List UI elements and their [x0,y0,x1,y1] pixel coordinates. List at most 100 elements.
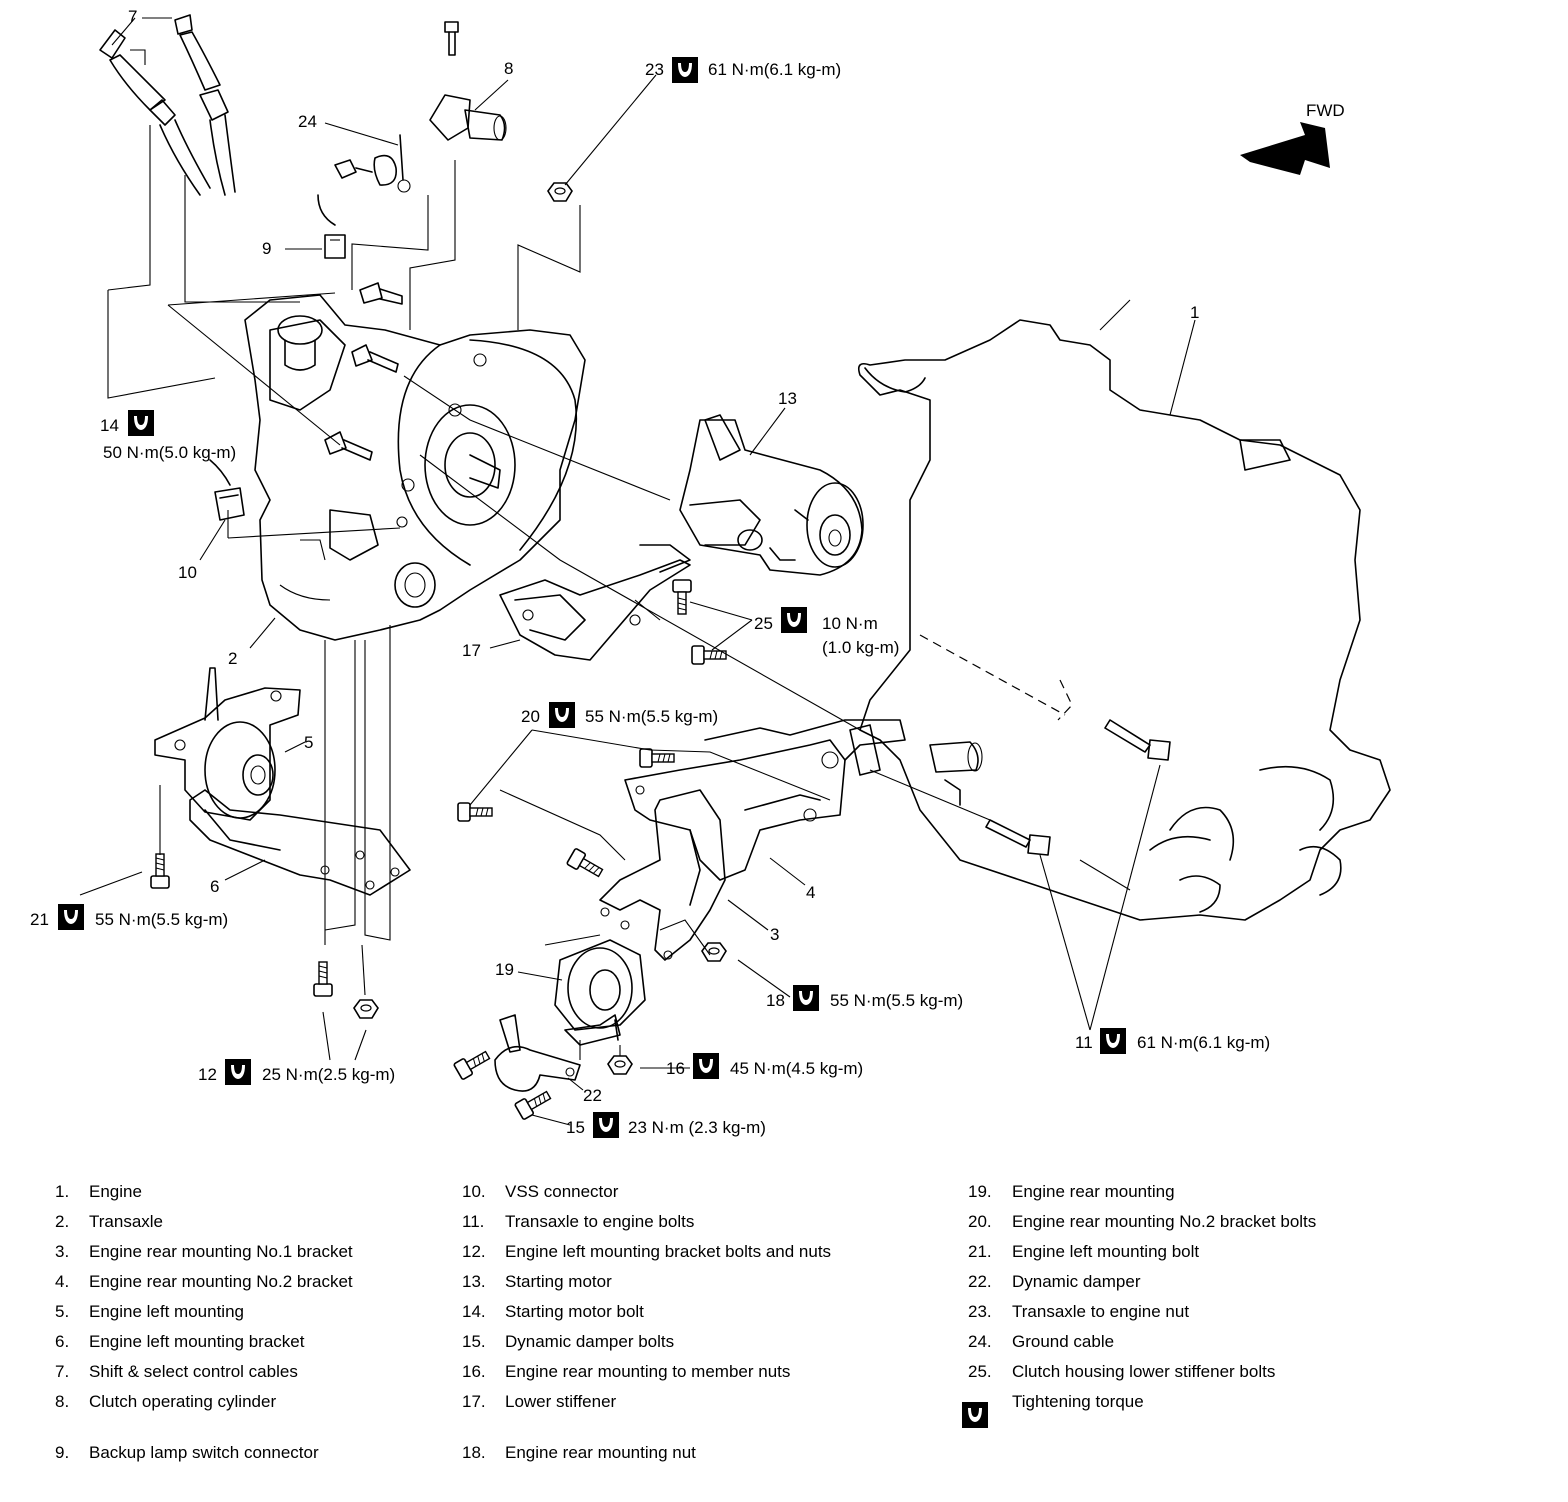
shift-select-cables [99,14,236,196]
clutch-housing-stiffener-bolts [672,579,727,665]
legend-num: 6. [55,1332,69,1351]
ground-cable [334,134,411,193]
legend-num: 9. [55,1443,69,1462]
legend-num: 20. [968,1212,992,1231]
legend-num: 2. [55,1212,69,1231]
callout-21: 21 [30,910,49,929]
legend-num: 8. [55,1392,69,1411]
callout-17: 17 [462,641,481,660]
engine-rear-mounting [554,939,646,1046]
transaxle [244,294,586,641]
torque-18: 55 N·m(5.5 kg-m) [830,991,963,1010]
callout-25: 25 [754,614,773,633]
backup-lamp-switch-connector [317,194,346,259]
clutch-operating-cylinder [429,21,507,141]
legend-label: Engine left mounting bracket [89,1332,305,1351]
engine-rear-mounting-no1-bracket [599,719,983,961]
legend-num: 4. [55,1272,69,1291]
callout-3: 3 [770,925,779,944]
callout-23: 23 [645,60,664,79]
torque-14: 50 N·m(5.0 kg-m) [103,443,236,462]
legend-num: 25. [968,1362,992,1381]
legend-num: 24. [968,1332,992,1351]
legend-label: Transaxle to engine nut [1012,1302,1189,1321]
legend-label: Engine left mounting bolt [1012,1242,1199,1261]
legend-num: 3. [55,1242,69,1261]
torque-specs: 61 N·m(6.1 kg-m) 50 N·m(5.0 kg-m) 10 N·m… [58,57,1270,1138]
legend-label: Dynamic damper bolts [505,1332,674,1351]
legend-num: 17. [462,1392,486,1411]
torque-16: 45 N·m(4.5 kg-m) [730,1059,863,1078]
fwd-label: FWD [1306,101,1345,120]
transaxle-to-engine-bolts [919,634,1171,856]
legend-label: Engine [89,1182,142,1201]
legend-num: 19. [968,1182,992,1201]
engine-rear-mounting-to-member-nuts [607,1045,633,1075]
engine-rear-mounting-nut [701,942,727,962]
leader-lines [79,17,1196,1126]
legend-label: Lower stiffener [505,1392,617,1411]
torque-wrench-icon [1100,1028,1126,1054]
legend-label: Backup lamp switch connector [89,1443,319,1462]
legend-label: Ground cable [1012,1332,1114,1351]
legend-num: 18. [462,1443,486,1462]
callout-16: 16 [666,1059,685,1078]
torque-23: 61 N·m(6.1 kg-m) [708,60,841,79]
torque-wrench-icon [672,57,698,83]
callout-19: 19 [495,960,514,979]
torque-wrench-icon [128,410,154,436]
callout-9: 9 [262,239,271,258]
legend-num: 1. [55,1182,69,1201]
engine-left-mounting-bracket-bolts-nuts [313,961,379,1019]
legend-label: Engine rear mounting No.1 bracket [89,1242,353,1261]
torque-wrench-icon [225,1059,251,1085]
callout-4: 4 [806,883,815,902]
legend-label: Tightening torque [1012,1392,1144,1411]
torque-12: 25 N·m(2.5 kg-m) [262,1065,395,1084]
legend-num: 21. [968,1242,992,1261]
callout-5: 5 [304,733,313,752]
callout-14: 14 [100,416,119,435]
transaxle-to-engine-nut [547,182,573,202]
torque-11: 61 N·m(6.1 kg-m) [1137,1033,1270,1052]
torque-wrench-icon [549,702,575,728]
callout-6: 6 [210,877,219,896]
legend-num: 7. [55,1362,69,1381]
torque-wrench-icon [962,1402,988,1428]
legend-label: Engine left mounting [89,1302,244,1321]
dynamic-damper [494,1014,581,1092]
callout-8: 8 [504,59,513,78]
legend-label: VSS connector [505,1182,619,1201]
callout-24: 24 [298,112,317,131]
torque-20: 55 N·m(5.5 kg-m) [585,707,718,726]
legend-label: Engine rear mounting nut [505,1443,696,1462]
torque-wrench-icon [58,904,84,930]
legend-label: Engine rear mounting to member nuts [505,1362,790,1381]
legend-label: Engine rear mounting No.2 bracket [89,1272,353,1291]
callout-18: 18 [766,991,785,1010]
starting-motor-bolts [324,282,403,461]
legend-label: Transaxle [89,1212,163,1231]
legend-num: 5. [55,1302,69,1321]
legend-label: Engine rear mounting [1012,1182,1175,1201]
engine-rear-mounting-no2-bracket [624,739,846,881]
torque-25-b: (1.0 kg-m) [822,638,899,657]
callout-12: 12 [198,1065,217,1084]
legend-label: Starting motor bolt [505,1302,644,1321]
callout-numbers: 7 8 24 9 1 13 14 10 2 17 25 5 20 6 21 4 … [30,7,1199,1137]
torque-wrench-icon [593,1112,619,1138]
torque-21: 55 N·m(5.5 kg-m) [95,910,228,929]
engine-left-mounting-bolt [150,853,170,889]
engine-left-mounting-bracket [189,789,411,896]
legend-num: 14. [462,1302,486,1321]
fwd-arrow-icon [1240,122,1330,175]
legend-num: 10. [462,1182,486,1201]
legend-num: 16. [462,1362,486,1381]
torque-wrench-icon [781,607,807,633]
torque-15: 23 N·m (2.3 kg-m) [628,1118,766,1137]
callout-2: 2 [228,649,237,668]
torque-wrench-icon [693,1053,719,1079]
torque-wrench-icon [793,985,819,1011]
callout-10: 10 [178,563,197,582]
callout-11: 11 [1075,1033,1093,1052]
